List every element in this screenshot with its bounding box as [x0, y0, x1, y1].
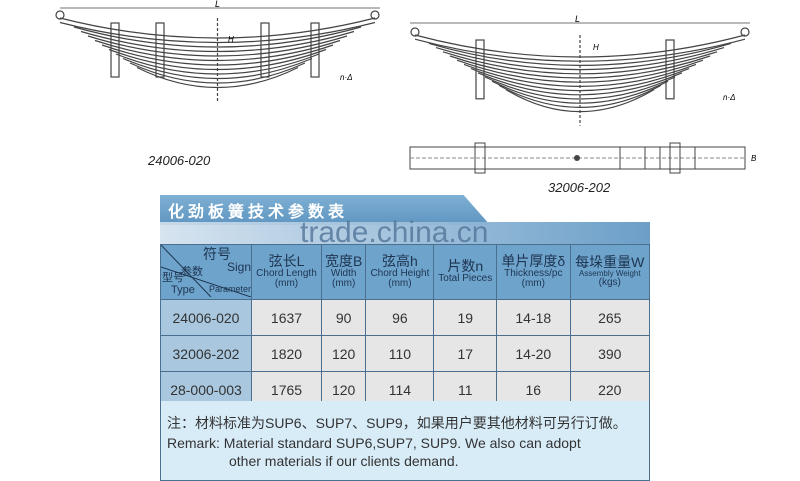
type-cell: 24006-020 [160, 299, 252, 336]
value-cell: 1637 [251, 299, 322, 336]
drawing-label-2: 32006-202 [548, 180, 611, 195]
watermark: trade.china.cn [300, 216, 489, 249]
dim-b: B [751, 154, 757, 163]
leaf-spring-drawing-2: L H n·Δ B [409, 15, 757, 174]
value-cell: 110 [365, 335, 435, 372]
value-cell: 90 [320, 299, 367, 336]
dim-n: n·Δ [723, 93, 735, 102]
header-corner: 符号 Sign 参数 型号 Type Parameter [160, 244, 252, 300]
header-band [160, 222, 650, 244]
value-cell: 17 [433, 335, 498, 372]
drawing-label-1: 24006-020 [148, 153, 211, 168]
value-cell: 120 [320, 335, 367, 372]
remark-en-cont: other materials if our clients demand. [229, 453, 459, 469]
dim-n: n·Δ [340, 73, 352, 82]
remark-box: 注：材料标准为SUP6、SUP7、SUP9，如果用户要其他材料可另行订做。 Re… [160, 401, 650, 481]
dim-l: L [215, 0, 220, 9]
dim-h: H [593, 43, 599, 52]
value-cell: 14-20 [496, 335, 571, 372]
value-cell: 96 [365, 299, 435, 336]
value-cell: 1820 [251, 335, 322, 372]
value-cell: 19 [433, 299, 498, 336]
table-title-bar [160, 195, 490, 225]
type-cell: 32006-202 [160, 335, 252, 372]
dim-h: H [228, 35, 234, 44]
value-cell: 14-18 [496, 299, 571, 336]
remark-cn: 注：材料标准为SUP6、SUP7、SUP9，如果用户要其他材料可另行订做。 [167, 415, 627, 431]
value-cell: 390 [569, 335, 651, 372]
dim-l: L [575, 15, 580, 24]
leaf-spring-drawing-1: L H n·Δ [55, 0, 380, 102]
remark-en: Remark: Material standard SUP6,SUP7, SUP… [167, 435, 581, 451]
value-cell: 265 [569, 299, 651, 336]
table-title: 化劲板簧技术参数表 [168, 204, 349, 221]
